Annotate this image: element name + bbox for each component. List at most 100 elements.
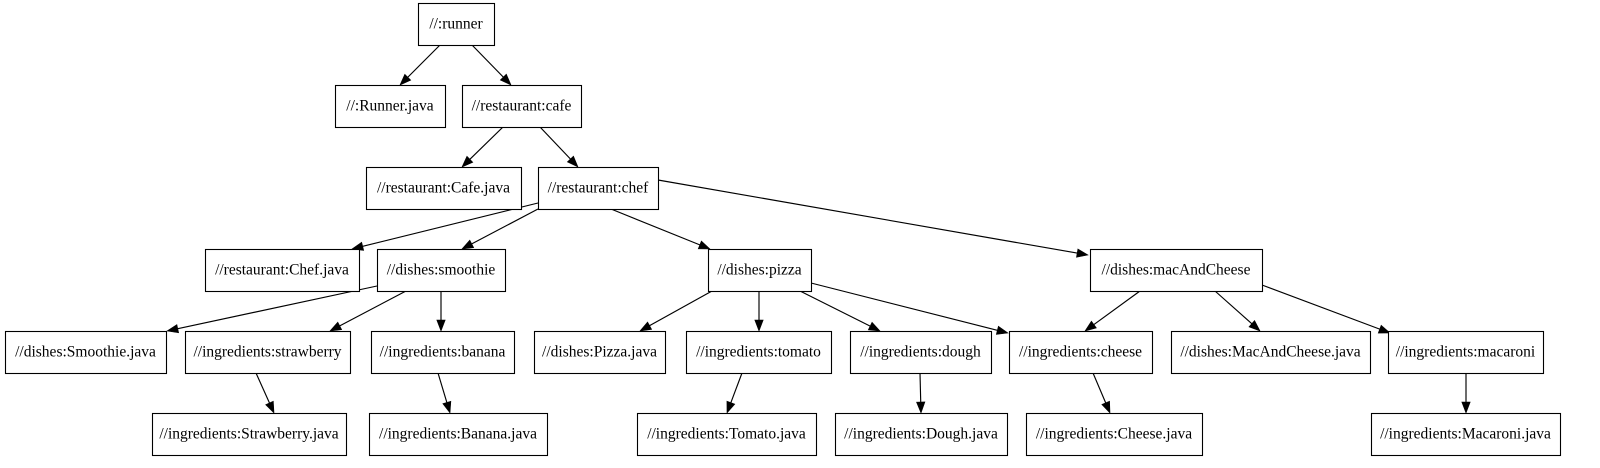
node-label: //ingredients:dough <box>860 344 981 361</box>
node-box[interactable] <box>533 330 667 375</box>
edge-arrowhead <box>1461 401 1471 414</box>
node-box[interactable] <box>365 166 523 211</box>
graph-edge <box>726 372 743 414</box>
edge-arrowhead <box>995 325 1009 335</box>
edge-arrowhead <box>499 73 512 86</box>
edge-arrowhead <box>265 400 275 414</box>
node-label: //restaurant:chef <box>548 180 650 197</box>
graph-node-runner_java[interactable]: //:Runner.java <box>334 84 447 129</box>
edge-line <box>437 372 448 403</box>
node-box[interactable] <box>368 412 549 457</box>
graph-edge <box>610 208 711 250</box>
node-box[interactable] <box>184 330 352 375</box>
edge-arrowhead <box>639 321 653 332</box>
node-box[interactable] <box>849 330 993 375</box>
graph-edge <box>657 179 1089 258</box>
graph-edge <box>539 126 579 168</box>
node-box[interactable] <box>151 412 348 457</box>
node-box[interactable] <box>636 412 818 457</box>
edge-line <box>177 285 378 330</box>
edge-arrowhead <box>566 155 579 168</box>
node-box[interactable] <box>417 2 496 47</box>
graph-node-ing_dough[interactable]: //ingredients:dough <box>849 330 993 375</box>
graph-node-ing_strawberry_java[interactable]: //ingredients:Strawberry.java <box>151 412 348 457</box>
node-box[interactable] <box>1008 330 1154 375</box>
node-box[interactable] <box>707 248 813 293</box>
graph-node-restaurant_chef[interactable]: //restaurant:chef <box>537 166 660 211</box>
node-box[interactable] <box>4 330 168 375</box>
graph-node-ing_dough_java[interactable]: //ingredients:Dough.java <box>834 412 1009 457</box>
graph-node-dishes_pizza[interactable]: //dishes:pizza <box>707 248 813 293</box>
edge-line <box>469 126 504 160</box>
edge-line <box>649 290 713 327</box>
graph-edge <box>754 291 764 332</box>
graph-node-dishes_macandcheese[interactable]: //dishes:macAndCheese <box>1089 248 1264 293</box>
graph-edge <box>329 290 407 332</box>
node-box[interactable] <box>376 248 507 293</box>
node-box[interactable] <box>537 166 660 211</box>
graph-node-dishes_pizza_java[interactable]: //dishes:Pizza.java <box>533 330 667 375</box>
graph-node-ing_tomato_java[interactable]: //ingredients:Tomato.java <box>636 412 818 457</box>
graph-node-restaurant_cafe[interactable]: //restaurant:cafe <box>461 84 583 129</box>
node-label: //dishes:macAndCheese <box>1102 262 1251 279</box>
graph-edge <box>1261 284 1391 334</box>
node-label: //ingredients:banana <box>380 344 506 361</box>
graph-node-ing_cheese[interactable]: //ingredients:cheese <box>1008 330 1154 375</box>
node-label: //dishes:Smoothie.java <box>15 344 156 361</box>
edge-arrowhead <box>461 155 474 168</box>
graph-node-runner[interactable]: //:runner <box>417 2 496 47</box>
graph-edge <box>1084 290 1141 332</box>
node-label: //ingredients:tomato <box>696 344 821 361</box>
node-box[interactable] <box>1089 248 1264 293</box>
graph-node-ing_banana[interactable]: //ingredients:banana <box>370 330 516 375</box>
graph-edge <box>437 372 452 414</box>
node-box[interactable] <box>370 330 516 375</box>
graph-edge <box>351 202 539 251</box>
node-label: //dishes:pizza <box>717 262 801 279</box>
node-box[interactable] <box>204 248 361 293</box>
node-box[interactable] <box>685 330 833 375</box>
graph-edge <box>810 282 1009 335</box>
graph-node-ing_macaroni_java[interactable]: //ingredients:Macaroni.java <box>1370 412 1562 457</box>
graph-node-dishes_smoothie_java[interactable]: //dishes:Smoothie.java <box>4 330 168 375</box>
graph-edge <box>639 290 713 332</box>
edge-arrowhead <box>166 324 180 334</box>
graph-edge <box>399 44 441 86</box>
edge-line <box>539 126 571 160</box>
node-box[interactable] <box>334 84 447 129</box>
edge-line <box>1092 372 1107 404</box>
node-label: //ingredients:Strawberry.java <box>159 426 338 443</box>
edge-arrowhead <box>329 321 343 332</box>
node-label: //ingredients:Tomato.java <box>647 426 806 443</box>
edge-arrowhead <box>1377 324 1391 334</box>
graph-node-ing_macaroni[interactable]: //ingredients:macaroni <box>1387 330 1545 375</box>
edge-arrowhead <box>1248 320 1261 332</box>
node-label: //:runner <box>429 16 483 33</box>
edge-arrowhead <box>916 401 926 414</box>
graph-node-ing_cheese_java[interactable]: //ingredients:Cheese.java <box>1025 412 1204 457</box>
graph-edge <box>916 372 926 414</box>
edges-layer <box>166 44 1471 414</box>
graph-node-dishes_smoothie[interactable]: //dishes:smoothie <box>376 248 507 293</box>
edge-line <box>1093 290 1141 325</box>
node-box[interactable] <box>461 84 583 129</box>
node-label: //restaurant:Chef.java <box>215 262 349 279</box>
graph-node-ing_tomato[interactable]: //ingredients:tomato <box>685 330 833 375</box>
graph-edge <box>166 285 378 334</box>
node-box[interactable] <box>1170 330 1372 375</box>
graph-node-dishes_macandcheese_java[interactable]: //dishes:MacAndCheese.java <box>1170 330 1372 375</box>
node-box[interactable] <box>1370 412 1562 457</box>
graph-edge <box>799 290 881 332</box>
graph-node-restaurant_chef_java[interactable]: //restaurant:Chef.java <box>204 248 361 293</box>
node-box[interactable] <box>834 412 1009 457</box>
node-box[interactable] <box>1025 412 1204 457</box>
node-label: //dishes:Pizza.java <box>542 344 657 361</box>
graph-node-ing_strawberry[interactable]: //ingredients:strawberry <box>184 330 352 375</box>
node-box[interactable] <box>1387 330 1545 375</box>
graph-node-ing_banana_java[interactable]: //ingredients:Banana.java <box>368 412 549 457</box>
node-label: //ingredients:Cheese.java <box>1036 426 1192 443</box>
edge-line <box>730 372 743 403</box>
graph-node-restaurant_cafe_java[interactable]: //restaurant:Cafe.java <box>365 166 523 211</box>
